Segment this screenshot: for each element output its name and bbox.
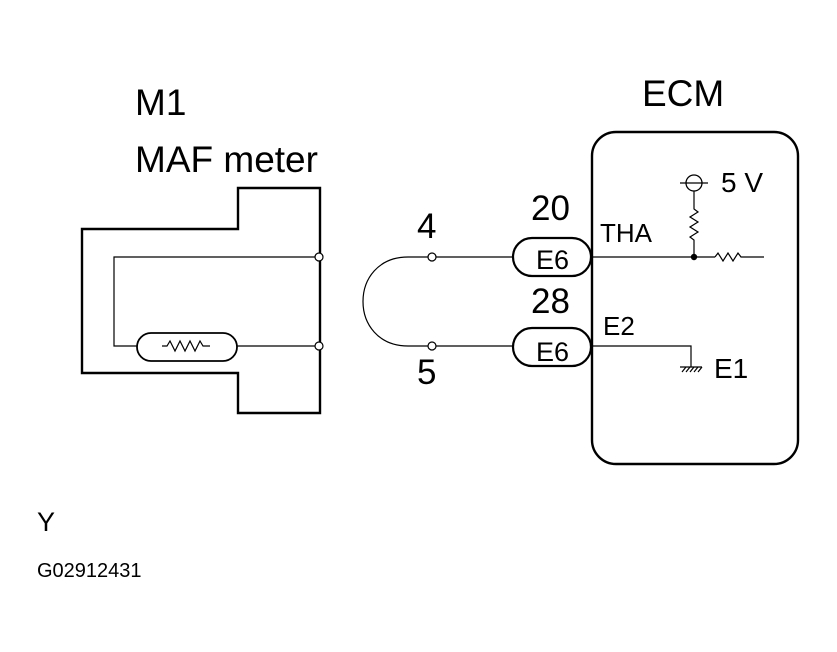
e2-line (591, 345, 692, 367)
maf-meter-body (80, 186, 322, 415)
connector-pin-28: 28 (531, 282, 570, 321)
signal-tha: THA (600, 218, 653, 248)
connector-e6-bottom-label: E6 (536, 337, 569, 367)
harness-pin-5 (427, 341, 437, 351)
ecm-box (590, 130, 800, 466)
footer-letter: Y (37, 507, 55, 537)
harness-pin-4 (427, 252, 437, 262)
pin-label-5: 5 (417, 353, 436, 392)
series-resistor (714, 251, 764, 263)
connector-e6-top-label: E6 (536, 245, 569, 275)
signal-e2: E2 (603, 311, 635, 341)
sensor-name: MAF meter (135, 139, 318, 180)
ecm-title: ECM (642, 73, 724, 114)
harness-loop (362, 256, 432, 347)
connector-e6-bottom (511, 326, 593, 368)
sensor-terminal-top (314, 252, 324, 262)
resistor-zigzag (162, 339, 210, 353)
sensor-terminal-bottom (314, 341, 324, 351)
power-label: 5 V (721, 167, 763, 198)
ground-label: E1 (714, 353, 748, 384)
sensor-internal-wire (113, 256, 318, 347)
footer-figure-id: G02912431 (37, 560, 142, 582)
sensor-code: M1 (135, 82, 186, 123)
pullup-resistor (688, 183, 700, 257)
connector-pin-20: 20 (531, 189, 570, 228)
ground-icon (681, 366, 703, 373)
pin-label-4: 4 (417, 207, 436, 246)
